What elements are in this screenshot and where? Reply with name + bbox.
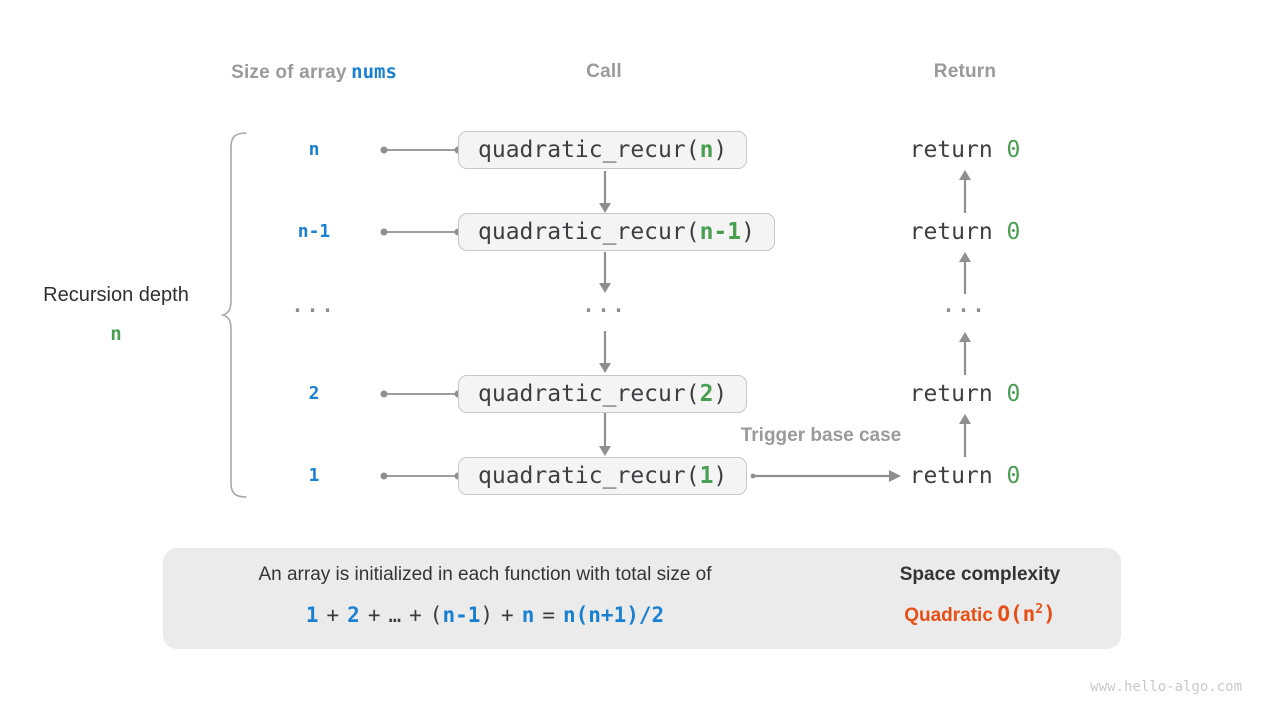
call-arg: n-1	[699, 219, 742, 245]
formula-token: +	[326, 603, 340, 627]
size-header-label: Size of array	[231, 62, 347, 83]
return-keyword: return	[909, 137, 993, 163]
return-keyword: return	[909, 219, 993, 245]
complexity-name: Quadratic	[904, 605, 993, 626]
call-box-2: quadratic_recur(2)	[458, 375, 748, 413]
watermark-url: www.hello-algo.com	[1090, 679, 1242, 695]
return-line-1: return 0	[865, 463, 1065, 489]
formula-token: +	[409, 603, 422, 627]
big-o-notation: O(n2)	[997, 602, 1056, 626]
size-ellipsis: ...	[291, 293, 337, 317]
trigger-base-case-label: Trigger base case	[740, 425, 902, 446]
call-box-1: quadratic_recur(1)	[458, 457, 748, 495]
formula-token: +	[367, 603, 381, 627]
call-arg: 2	[699, 381, 714, 407]
up-arrow-3	[959, 332, 971, 375]
formula-token: (	[429, 603, 443, 627]
call-fn-post: )	[741, 219, 755, 245]
return-line-n: return 0	[865, 137, 1065, 163]
call-fn-pre: quadratic_recur(	[478, 219, 700, 245]
size-label-n: n	[308, 139, 320, 160]
call-fn-post: )	[713, 463, 728, 489]
size-label-2: 2	[308, 383, 320, 404]
return-value: 0	[1006, 463, 1021, 489]
call-box-n: quadratic_recur(n)	[458, 131, 748, 169]
return-line-n-1: return 0	[865, 219, 1065, 245]
call-fn-post: )	[713, 137, 728, 163]
formula-token: n-1	[442, 603, 481, 627]
call-fn-pre: quadratic_recur(	[478, 381, 700, 407]
space-complexity-title: Space complexity	[899, 564, 1061, 585]
space-complexity-value: Quadratic O(n2)	[870, 602, 1090, 627]
formula-token: +	[501, 603, 514, 627]
recursion-depth-label: Recursion depth	[43, 284, 189, 306]
down-arrow-2	[599, 252, 611, 293]
call-arg: 1	[699, 463, 714, 489]
down-arrow-3	[599, 331, 611, 373]
column-header-call: Call	[586, 61, 622, 82]
formula-token: n(n+1)/2	[563, 603, 665, 627]
summary-text: An array is initialized in each function…	[258, 564, 712, 585]
formula-token: n	[521, 603, 535, 627]
return-ellipsis: ...	[942, 293, 988, 317]
size-header-code: nums	[351, 61, 397, 83]
formula-token: 1	[305, 603, 319, 627]
down-arrow-1	[599, 171, 611, 213]
summary-panel	[163, 548, 1121, 649]
call-ellipsis: ...	[582, 293, 628, 317]
return-line-2: return 0	[865, 381, 1065, 407]
call-arg: n	[699, 137, 714, 163]
recursion-depth-value: n	[110, 323, 122, 345]
formula-token: )	[480, 603, 494, 627]
size-label-n-1: n-1	[297, 221, 331, 242]
formula-token: =	[542, 603, 555, 627]
up-arrow-1	[959, 170, 971, 213]
formula-token: 2	[347, 603, 360, 627]
up-arrow-2	[959, 252, 971, 294]
size-label-1: 1	[308, 465, 320, 486]
call-fn-post: )	[713, 381, 728, 407]
column-header-size: Size of array nums	[164, 61, 464, 84]
up-arrow-4	[959, 414, 971, 457]
call-fn-pre: quadratic_recur(	[478, 463, 700, 489]
return-value: 0	[1006, 381, 1021, 407]
formula-token: …	[388, 603, 402, 627]
return-keyword: return	[909, 463, 993, 489]
summary-formula: 1 +2 + … + (n-1) + n = n(n+1)/2	[185, 603, 785, 627]
return-keyword: return	[909, 381, 993, 407]
return-value: 0	[1006, 219, 1021, 245]
return-value: 0	[1006, 137, 1021, 163]
call-fn-pre: quadratic_recur(	[478, 137, 700, 163]
down-arrow-4	[599, 413, 611, 456]
column-header-return: Return	[933, 61, 997, 82]
call-box-n-1: quadratic_recur(n-1)	[458, 213, 775, 251]
